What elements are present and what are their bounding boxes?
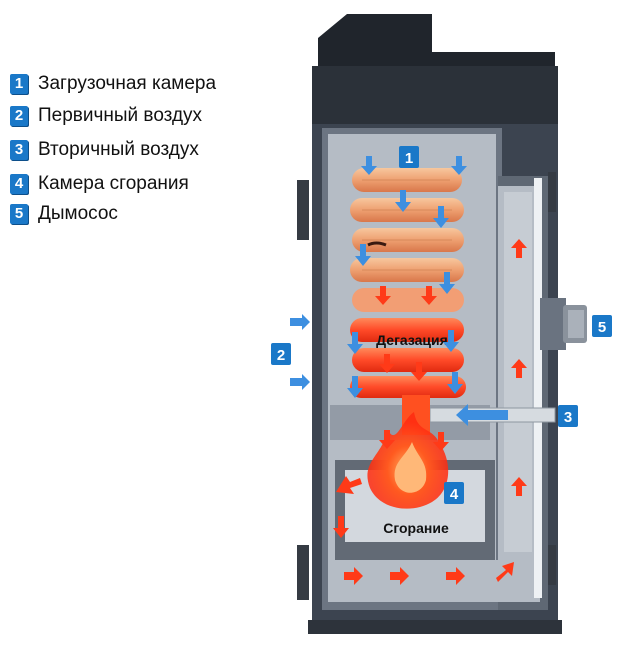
- legend-label: Дымосос: [38, 203, 118, 224]
- callout-3: 3: [558, 405, 578, 427]
- callout-5: 5: [592, 315, 612, 337]
- charred-mark: [367, 241, 387, 247]
- svg-text:4: 4: [450, 486, 459, 503]
- legend-label: Первичный воздух: [38, 105, 203, 126]
- svg-text:1: 1: [405, 150, 413, 167]
- legend-badge: 5: [10, 204, 28, 224]
- door-hinges: [297, 172, 556, 600]
- legend-badge: 4: [10, 174, 28, 194]
- legend-badge: 1: [10, 74, 28, 94]
- callout-1: 1: [399, 146, 419, 168]
- legend-badge: 3: [10, 140, 28, 160]
- secondary-air-arrow: [456, 404, 508, 426]
- gas-flow-arrows: [333, 239, 527, 585]
- smoke-exhauster: [540, 298, 587, 350]
- svg-text:2: 2: [277, 347, 285, 364]
- legend: 1 Загрузочная камера 2 Первичный воздух …: [10, 73, 217, 236]
- legend-label: Камера сгорания: [38, 173, 189, 194]
- legend-item-primary-air: 2 Первичный воздух: [10, 105, 216, 126]
- legend-label: Вторичный воздух: [38, 139, 199, 160]
- degassing-label: Дегазация: [376, 332, 448, 348]
- air-down-arrows: [347, 156, 467, 398]
- primary-air-arrows: [290, 314, 310, 390]
- callout-2: 2: [271, 343, 291, 365]
- svg-text:5: 5: [598, 319, 606, 336]
- svg-text:3: 3: [564, 409, 572, 426]
- legend-item-loading-chamber: 1 Загрузочная камера: [10, 73, 217, 94]
- legend-item-combustion-chamber: 4 Камера сгорания: [10, 173, 216, 194]
- combustion-label: Сгорание: [383, 520, 449, 536]
- legend-label: Загрузочная камера: [38, 73, 217, 94]
- legend-item-smoke-exhauster: 5 Дымосос: [10, 203, 216, 224]
- callout-4: 4: [444, 482, 464, 504]
- legend-item-secondary-air: 3 Вторичный воздух: [10, 139, 216, 160]
- legend-badge: 2: [10, 106, 28, 126]
